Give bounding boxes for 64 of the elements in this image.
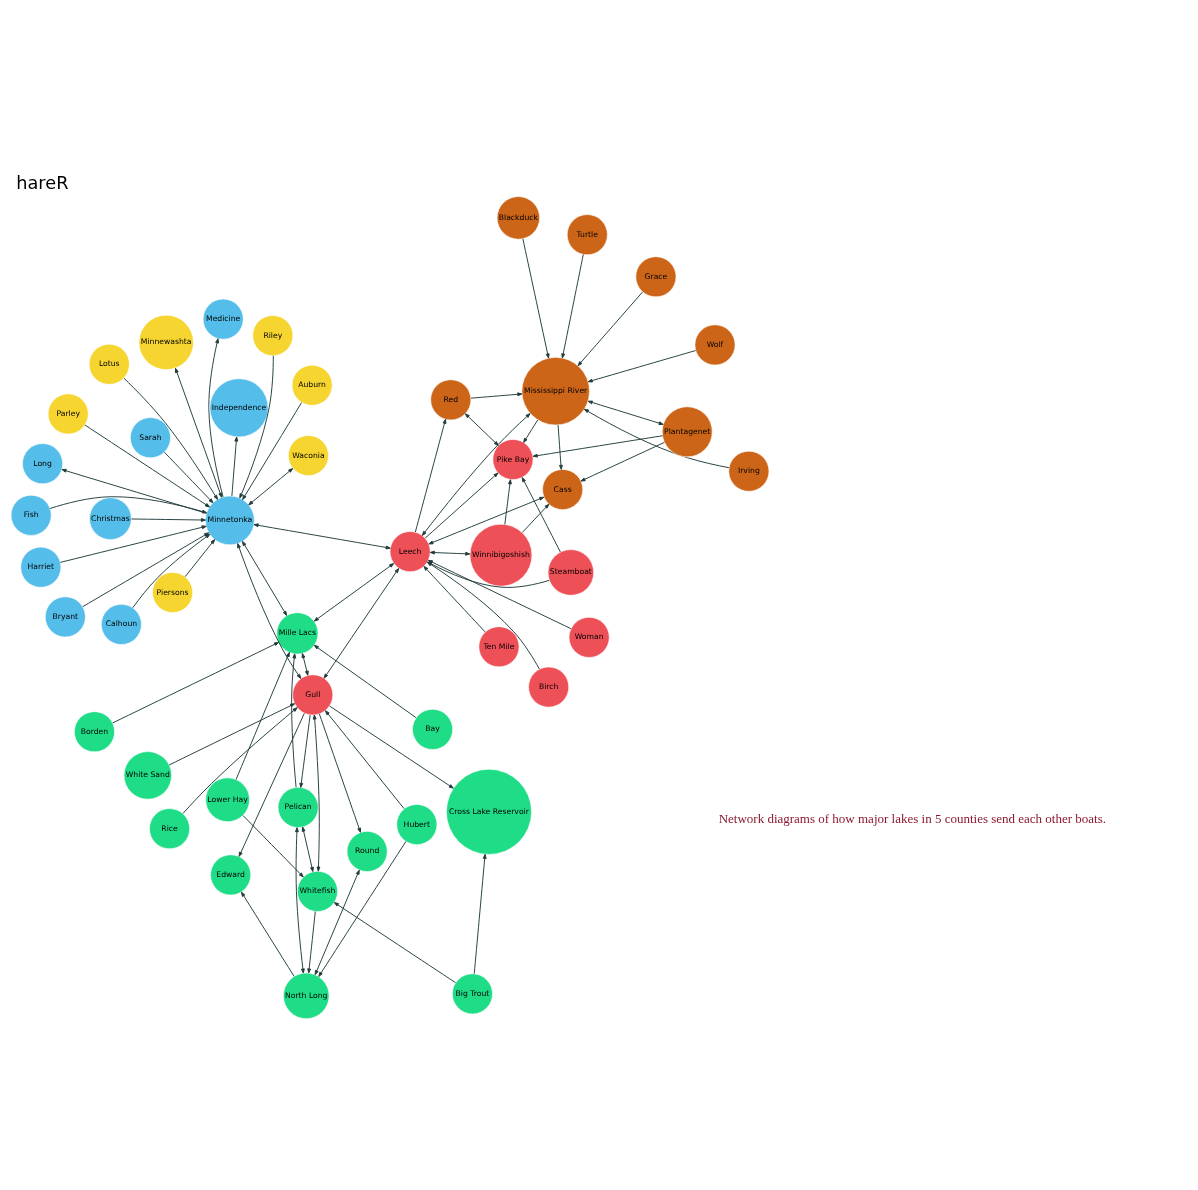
arrow — [175, 367, 223, 498]
arrow — [318, 840, 407, 977]
arrow — [421, 412, 531, 536]
arrow — [131, 517, 206, 522]
arrow — [521, 476, 561, 552]
arrow — [240, 891, 295, 977]
arrow — [237, 542, 302, 679]
arrow — [325, 709, 405, 809]
arrow — [504, 478, 512, 525]
arrow — [59, 524, 207, 563]
arrow — [241, 540, 288, 616]
arrow — [323, 567, 400, 679]
arrow — [583, 408, 730, 468]
arrow — [84, 424, 211, 507]
arrow — [168, 702, 296, 765]
arrow — [464, 412, 499, 446]
arrow — [424, 472, 499, 538]
arrow — [333, 901, 457, 983]
arrow — [242, 814, 304, 877]
arrow — [291, 652, 297, 788]
arrow — [182, 706, 298, 814]
arrow — [313, 562, 395, 622]
arrow — [429, 550, 471, 556]
arrow — [295, 826, 305, 974]
caption: Network diagrams of how major lakes in 5 counties send each other boats. — [718, 810, 1107, 826]
arrow — [414, 418, 447, 533]
arrow — [473, 853, 487, 974]
arrow — [123, 377, 218, 500]
arrow — [239, 354, 274, 498]
arrow — [587, 349, 697, 382]
arrow — [318, 712, 361, 833]
arrow — [470, 391, 523, 399]
arrow — [307, 910, 316, 973]
arrow — [523, 419, 539, 443]
arrow — [242, 401, 302, 500]
arrow — [235, 651, 290, 780]
arrow — [423, 565, 486, 632]
arrow — [428, 496, 545, 544]
arrow — [312, 713, 321, 872]
arrow — [248, 467, 294, 505]
arrow — [580, 441, 665, 482]
arrow — [301, 652, 309, 676]
arrow — [112, 641, 280, 723]
arrow — [313, 644, 417, 718]
arrow — [299, 714, 311, 788]
arrow — [522, 237, 550, 359]
arrow — [231, 436, 239, 496]
arrow — [329, 705, 454, 789]
arrow — [521, 503, 550, 533]
arrow — [164, 451, 214, 503]
arrow — [532, 434, 663, 458]
arrow — [577, 291, 644, 366]
arrow — [208, 337, 224, 497]
arrow — [314, 869, 360, 975]
arrow — [561, 253, 584, 358]
arrow — [132, 533, 211, 608]
arrow — [557, 424, 563, 470]
arrow — [253, 522, 391, 549]
arrow — [301, 826, 314, 872]
arrow — [238, 712, 305, 857]
diagram-title: hareR — [16, 172, 69, 193]
arrow — [82, 531, 210, 607]
arrow — [184, 538, 216, 577]
arrow — [587, 400, 664, 425]
